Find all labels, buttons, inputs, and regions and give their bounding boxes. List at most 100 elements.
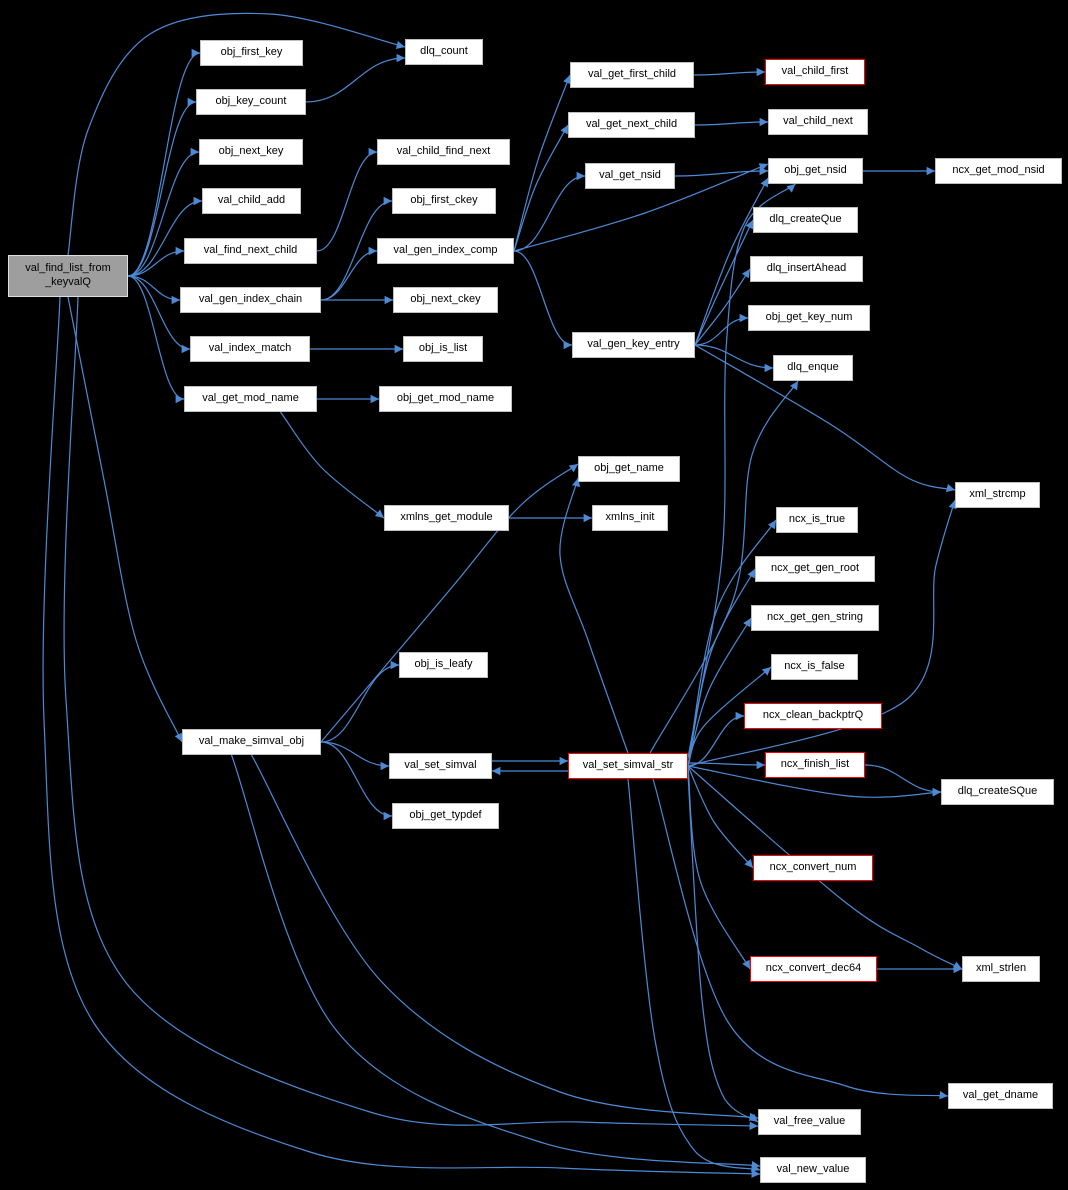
- node-obj_get_name[interactable]: obj_get_name: [578, 456, 680, 482]
- edge-val_set_simval_str--dlq_createSQue: [687, 765, 942, 798]
- edge-val_make_simval_obj--obj_is_leafy: [320, 660, 400, 743]
- node-dlq_createQue[interactable]: dlq_createQue: [753, 207, 858, 233]
- node-obj_next_key[interactable]: obj_next_key: [199, 139, 303, 165]
- node-ncx_is_false[interactable]: ncx_is_false: [771, 654, 858, 680]
- edge-val_gen_key_entry--dlq_insertAhead: [694, 268, 751, 346]
- edge-val_gen_index_chain--obj_first_ckey: [320, 196, 393, 301]
- node-val_new_value[interactable]: val_new_value: [760, 1157, 866, 1183]
- edge-val_gen_key_entry--xml_strcmp: [694, 344, 956, 492]
- node-dlq_createSQue[interactable]: dlq_createSQue: [941, 779, 1054, 805]
- edge-val_make_simval_obj--obj_get_name: [320, 463, 579, 743]
- node-xmlns_get_module[interactable]: xmlns_get_module: [384, 505, 509, 531]
- node-ncx_get_mod_nsid[interactable]: ncx_get_mod_nsid: [935, 158, 1062, 184]
- node-obj_get_typdef[interactable]: obj_get_typdef: [392, 803, 499, 829]
- edge-val_find_list_from_keyvalQ--val_child_add: [127, 196, 203, 277]
- node-val_index_match[interactable]: val_index_match: [190, 336, 310, 362]
- node-dlq_enque[interactable]: dlq_enque: [773, 355, 853, 381]
- edge-val_gen_index_comp--val_get_first_child: [513, 74, 571, 252]
- edge-val_set_simval_str--xml_strcmp: [687, 499, 957, 767]
- edge-val_make_simval_obj--val_new_value: [230, 754, 761, 1170]
- node-ncx_is_true[interactable]: ncx_is_true: [776, 507, 858, 533]
- node-val_set_simval[interactable]: val_set_simval: [389, 753, 492, 779]
- node-ncx_get_gen_root[interactable]: ncx_get_gen_root: [755, 556, 875, 582]
- edge-val_find_list_from_keyvalQ--val_find_next_child: [127, 246, 185, 277]
- edge-val_gen_index_comp--obj_get_nsid: [513, 163, 769, 252]
- edge-val_get_first_child--val_child_first: [693, 67, 766, 77]
- edge-val_gen_index_comp--val_get_next_child: [513, 124, 569, 252]
- node-obj_first_key[interactable]: obj_first_key: [200, 40, 303, 66]
- node-val_get_dname[interactable]: val_get_dname: [948, 1083, 1053, 1109]
- node-val_set_simval_str[interactable]: val_set_simval_str: [568, 753, 688, 779]
- edge-val_gen_key_entry--dlq_enque: [694, 344, 774, 373]
- edge-val_make_simval_obj--obj_get_typdef: [320, 741, 393, 821]
- node-val_child_add[interactable]: val_child_add: [202, 188, 301, 214]
- node-val_gen_index_chain[interactable]: val_gen_index_chain: [180, 287, 321, 313]
- node-obj_is_leafy[interactable]: obj_is_leafy: [399, 652, 488, 678]
- edge-val_get_mod_name--xmlns_get_module: [280, 411, 385, 519]
- edge-val_set_simval_str--ncx_get_gen_root: [687, 568, 756, 767]
- edge-val_find_list_from_keyvalQ--val_gen_index_chain: [127, 275, 181, 305]
- node-val_make_simval_obj[interactable]: val_make_simval_obj: [182, 729, 321, 755]
- node-ncx_finish_list[interactable]: ncx_finish_list: [765, 752, 865, 778]
- edge-val_gen_key_entry--dlq_createQue: [694, 219, 754, 346]
- node-obj_key_count[interactable]: obj_key_count: [196, 89, 306, 115]
- edge-val_gen_key_entry--obj_get_key_num: [694, 313, 749, 346]
- edge-val_find_list_from_keyvalQ--obj_next_key: [127, 147, 200, 277]
- node-val_gen_index_comp[interactable]: val_gen_index_comp: [377, 238, 514, 264]
- node-obj_get_mod_name[interactable]: obj_get_mod_name: [379, 386, 512, 412]
- node-val_get_mod_name[interactable]: val_get_mod_name: [184, 386, 317, 412]
- edge-val_find_list_from_keyvalQ--obj_key_count: [127, 97, 197, 277]
- edge-val_set_simval_str--obj_get_name: [559, 477, 629, 754]
- edge-val_get_nsid--obj_get_nsid: [674, 166, 769, 177]
- edge-val_find_list_from_keyvalQ--dlq_count: [67, 12, 406, 256]
- edge-val_find_list_from_keyvalQ--val_index_match: [127, 275, 191, 354]
- node-val_gen_key_entry[interactable]: val_gen_key_entry: [572, 332, 695, 358]
- node-val_get_first_child[interactable]: val_get_first_child: [570, 62, 694, 88]
- node-val_child_find_next[interactable]: val_child_find_next: [377, 139, 510, 165]
- node-obj_next_ckey[interactable]: obj_next_ckey: [393, 287, 498, 313]
- edge-val_set_simval_str--xml_strlen: [687, 765, 963, 970]
- edge-ncx_finish_list--dlq_createSQue: [864, 764, 942, 797]
- node-obj_first_ckey[interactable]: obj_first_ckey: [392, 188, 496, 214]
- edge-val_find_list_from_keyvalQ--val_make_simval_obj: [67, 296, 183, 743]
- node-obj_get_key_num[interactable]: obj_get_key_num: [748, 305, 870, 331]
- edge-val_gen_index_comp--val_gen_key_entry: [513, 250, 573, 350]
- edge-val_find_list_from_keyvalQ--val_get_mod_name: [127, 275, 185, 404]
- node-val_get_nsid[interactable]: val_get_nsid: [585, 163, 675, 189]
- node-obj_is_list[interactable]: obj_is_list: [403, 336, 483, 362]
- edge-val_set_simval_str--val_free_value: [687, 773, 759, 1123]
- edge-val_set_simval_str--val_new_value: [627, 778, 761, 1172]
- node-val_find_list_from_keyvalQ[interactable]: val_find_list_from _keyvalQ: [8, 255, 128, 297]
- edge-val_find_next_child--val_child_find_next: [316, 147, 378, 252]
- node-val_child_first[interactable]: val_child_first: [765, 59, 865, 85]
- node-ncx_convert_dec64[interactable]: ncx_convert_dec64: [750, 956, 877, 982]
- node-val_free_value[interactable]: val_free_value: [758, 1109, 861, 1135]
- edge-val_find_list_from_keyvalQ--val_free_value: [63, 296, 759, 1131]
- edge-obj_key_count--dlq_count: [305, 53, 406, 103]
- edge-val_set_simval_str--obj_get_nsid: [687, 183, 796, 759]
- node-val_child_next[interactable]: val_child_next: [768, 109, 868, 135]
- edge-val_find_list_from_keyvalQ--obj_first_key: [127, 48, 201, 277]
- edge-val_get_next_child--val_child_next: [694, 117, 769, 127]
- node-ncx_get_gen_string[interactable]: ncx_get_gen_string: [751, 605, 879, 631]
- node-obj_get_nsid[interactable]: obj_get_nsid: [768, 158, 863, 184]
- node-xmlns_init[interactable]: xmlns_init: [592, 505, 668, 531]
- node-xml_strlen[interactable]: xml_strlen: [962, 956, 1040, 982]
- edge-val_set_simval_str--dlq_enque: [649, 380, 799, 754]
- node-xml_strcmp[interactable]: xml_strcmp: [955, 482, 1040, 508]
- node-val_get_next_child[interactable]: val_get_next_child: [568, 112, 695, 138]
- edge-val_set_simval_str--ncx_is_false: [687, 666, 772, 767]
- node-ncx_clean_backptrQ[interactable]: ncx_clean_backptrQ: [744, 703, 882, 729]
- edge-val_set_simval_str--ncx_convert_num: [687, 765, 754, 869]
- edge-val_find_list_from_keyvalQ--val_new_value: [42, 296, 761, 1178]
- edge-val_make_simval_obj--val_free_value: [250, 754, 759, 1122]
- edge-val_gen_key_entry--obj_get_nsid: [694, 177, 769, 346]
- node-dlq_insertAhead[interactable]: dlq_insertAhead: [750, 256, 863, 282]
- node-ncx_convert_num[interactable]: ncx_convert_num: [753, 855, 873, 881]
- node-dlq_count[interactable]: dlq_count: [405, 39, 483, 65]
- node-val_find_next_child[interactable]: val_find_next_child: [184, 238, 317, 264]
- edge-val_make_simval_obj--val_set_simval: [320, 741, 390, 771]
